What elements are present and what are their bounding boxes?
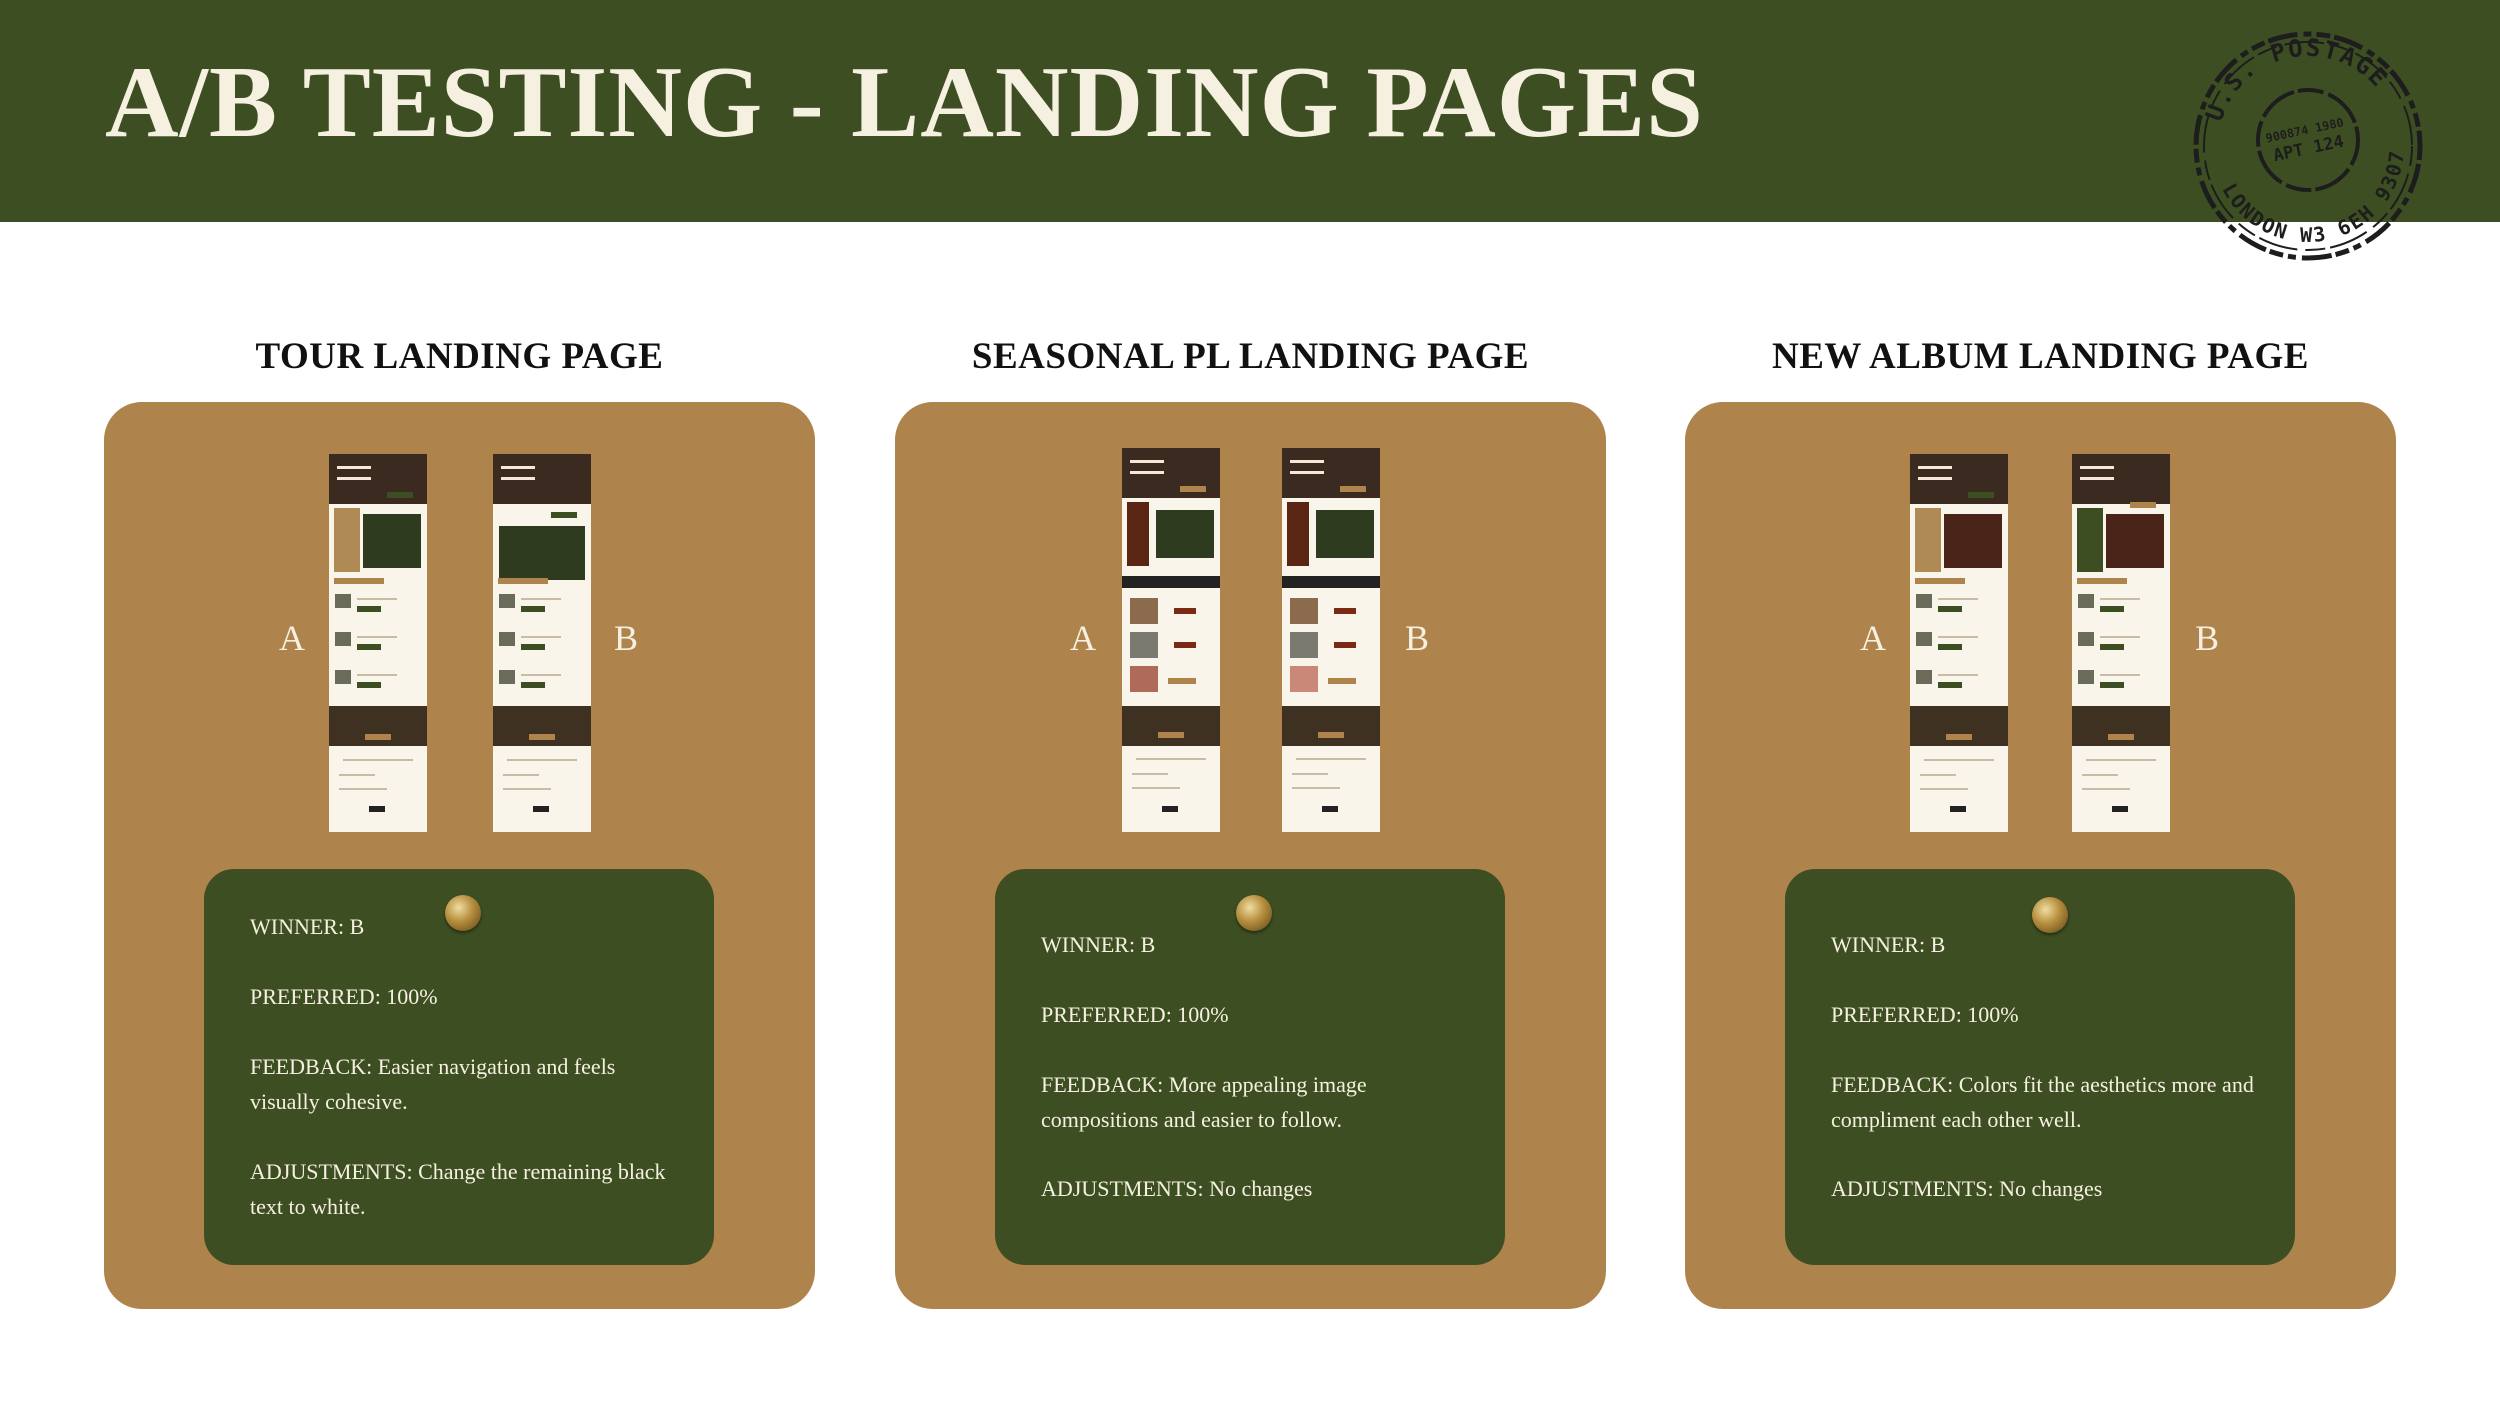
variant-label-b: B xyxy=(1405,618,1430,658)
result-box: WINNER: B PREFERRED: 100% FEEDBACK: More… xyxy=(995,869,1505,1265)
preferred-text: PREFERRED: 100% xyxy=(1831,1002,2019,1027)
header-band xyxy=(0,0,2500,222)
winner-text: WINNER: B xyxy=(1041,932,1156,957)
postage-stamp-icon: U.S. POSTAGE LONDON W3 6EH 9307 900874 1… xyxy=(2188,18,2425,265)
variant-label-a: A xyxy=(279,618,305,658)
feedback-text: FEEDBACK: Easier navigation and feels vi… xyxy=(250,1054,616,1114)
landing-page-mockup-a xyxy=(329,454,427,832)
panel-card-new-album: A B WINNER: B PREFERRED: 100% FEEDBACK: … xyxy=(1685,402,2396,1309)
winner-text: WINNER: B xyxy=(1831,932,1946,957)
landing-page-mockup-b xyxy=(2072,454,2170,832)
panel-heading-seasonal: SEASONAL PL LANDING PAGE xyxy=(971,336,1530,377)
preferred-text: PREFERRED: 100% xyxy=(250,984,438,1009)
page-title: A/B TESTING - LANDING PAGES xyxy=(105,46,1704,159)
panel-heading-new-album: NEW ALBUM LANDING PAGE xyxy=(1772,336,2309,377)
pushpin-icon xyxy=(2032,897,2068,933)
result-box: WINNER: B PREFERRED: 100% FEEDBACK: Colo… xyxy=(1785,869,2295,1265)
adjustments-text: ADJUSTMENTS: No changes xyxy=(1831,1176,2103,1201)
landing-page-mockup-a xyxy=(1122,448,1220,832)
landing-page-mockup-a xyxy=(1910,454,2008,832)
landing-page-mockup-b xyxy=(493,454,591,832)
pushpin-icon xyxy=(445,895,481,931)
landing-page-mockup-b xyxy=(1282,448,1380,832)
panel-card-seasonal: A B WINNER: B PREFERRED: 100% FEEDBACK: … xyxy=(895,402,1606,1309)
variant-label-a: A xyxy=(1070,618,1096,658)
preferred-text: PREFERRED: 100% xyxy=(1041,1002,1229,1027)
adjustments-text: ADJUSTMENTS: No changes xyxy=(1041,1176,1313,1201)
pushpin-icon xyxy=(1236,895,1272,931)
result-box: WINNER: B PREFERRED: 100% FEEDBACK: Easi… xyxy=(204,869,714,1265)
panel-heading-tour: TOUR LANDING PAGE xyxy=(255,336,664,377)
variant-label-b: B xyxy=(614,618,639,658)
panel-card-tour: A B WINNER: B PREFERRED: 100% FEEDBACK: … xyxy=(104,402,815,1309)
feedback-text: FEEDBACK: More appealing image compositi… xyxy=(1041,1072,1367,1132)
adjustments-text: ADJUSTMENTS: Change the remaining black … xyxy=(250,1159,666,1219)
variant-label-a: A xyxy=(1860,618,1886,658)
feedback-text: FEEDBACK: Colors fit the aesthetics more… xyxy=(1831,1072,2254,1132)
winner-text: WINNER: B xyxy=(250,914,365,939)
variant-label-b: B xyxy=(2195,618,2220,658)
